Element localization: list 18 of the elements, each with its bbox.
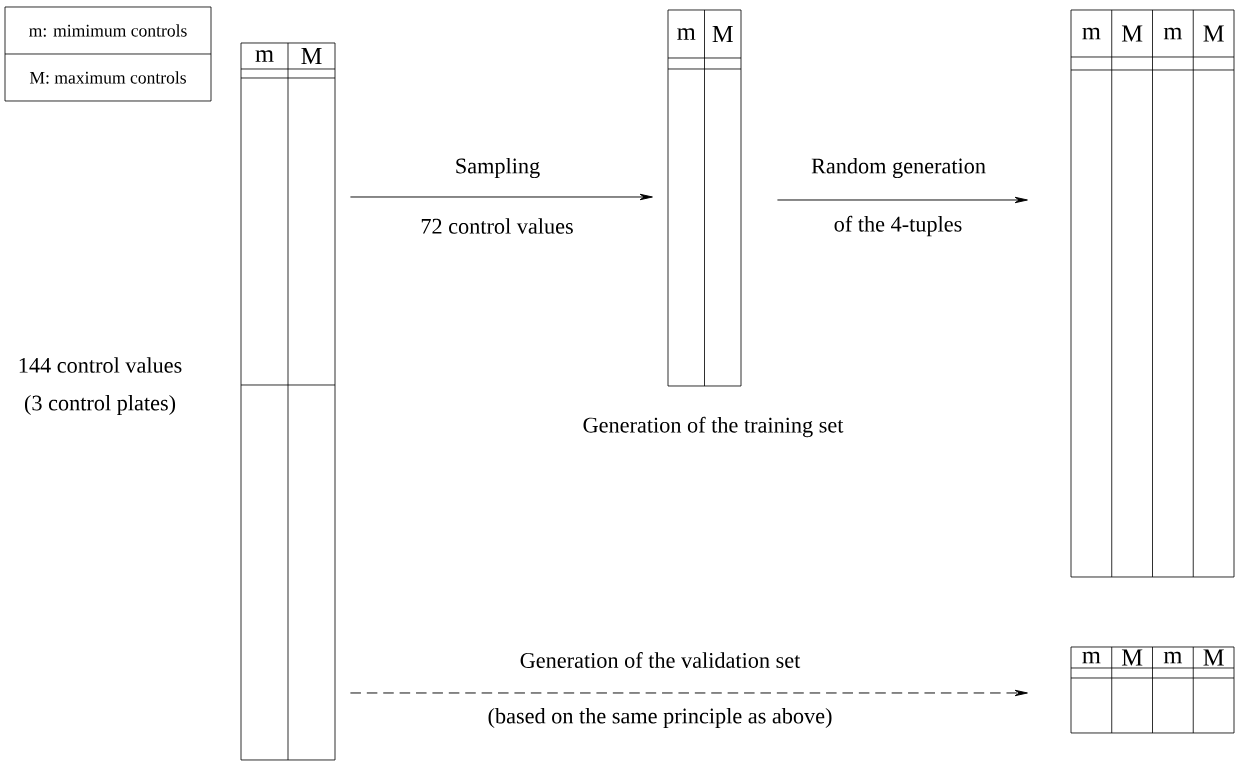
arrow — [349, 193, 653, 201]
node-label: (3 control plates) — [24, 394, 176, 416]
label: (based on the same principle as above) — [488, 707, 832, 729]
table: m M — [667, 9, 742, 387]
table: m M m M — [1070, 9, 1235, 578]
node-label: 144 control values — [19, 357, 182, 373]
arrow — [349, 689, 1028, 697]
table: m M — [240, 42, 336, 761]
legend-entry: M: maximum controls — [29, 71, 186, 84]
arrow — [776, 196, 1028, 204]
legend-entry: m: mimimum controls — [29, 24, 187, 37]
label: of the 4-tuples — [834, 215, 962, 237]
label: 72 control values — [421, 218, 573, 234]
edge-label: Random generation — [811, 157, 986, 179]
edge-label: Sampling — [456, 157, 540, 179]
table: m M m M — [1070, 646, 1235, 734]
label: Generation of the training set — [583, 416, 844, 438]
edge-label: Generation of the validation set — [520, 652, 801, 668]
